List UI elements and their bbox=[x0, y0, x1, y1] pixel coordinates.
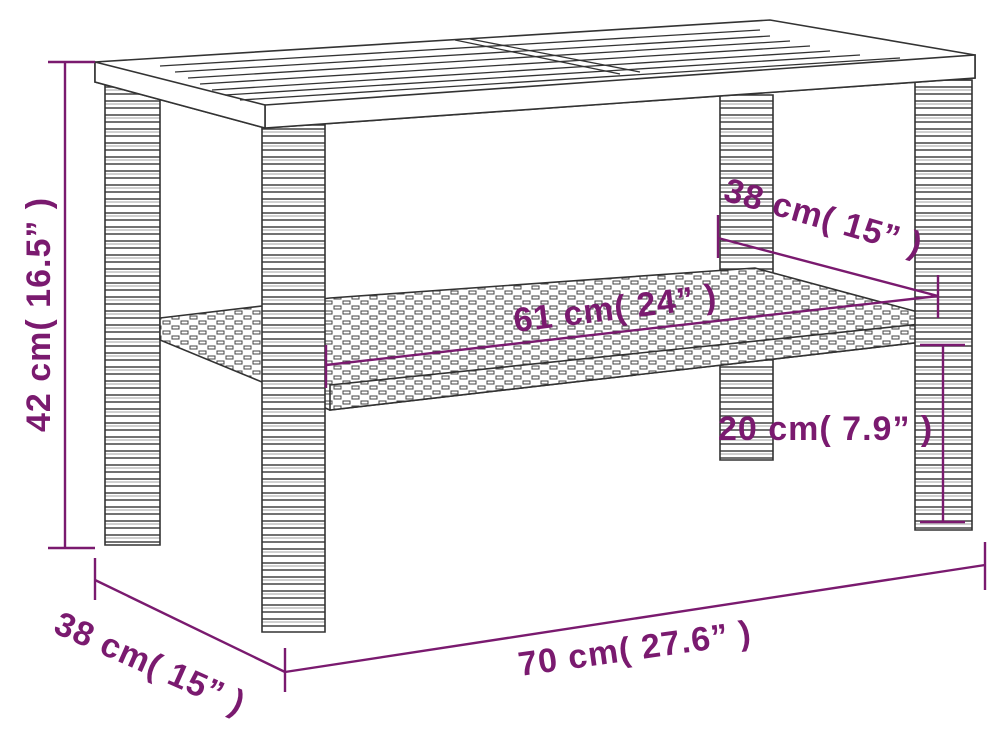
leg-front-left bbox=[261, 124, 326, 633]
label-depth-bottom: 38 cm( 15” ) bbox=[49, 605, 252, 723]
dim-line-depth-shelf bbox=[717, 236, 939, 298]
label-height-shelf: 20 cm( 7.9” ) bbox=[718, 410, 933, 448]
table-top-slats bbox=[159, 29, 901, 101]
dimension-lines bbox=[48, 60, 987, 692]
leg-back-left bbox=[104, 84, 161, 546]
label-width-bottom: 70 cm( 27.6” ) bbox=[516, 614, 754, 684]
table-top-edge-left bbox=[94, 60, 266, 130]
dim-line-width-bottom bbox=[284, 563, 986, 674]
dim-line-width-shelf bbox=[325, 294, 939, 367]
label-height-total: 42 cm( 16.5” ) bbox=[20, 197, 58, 432]
dim-line-depth-bottom bbox=[94, 578, 286, 674]
